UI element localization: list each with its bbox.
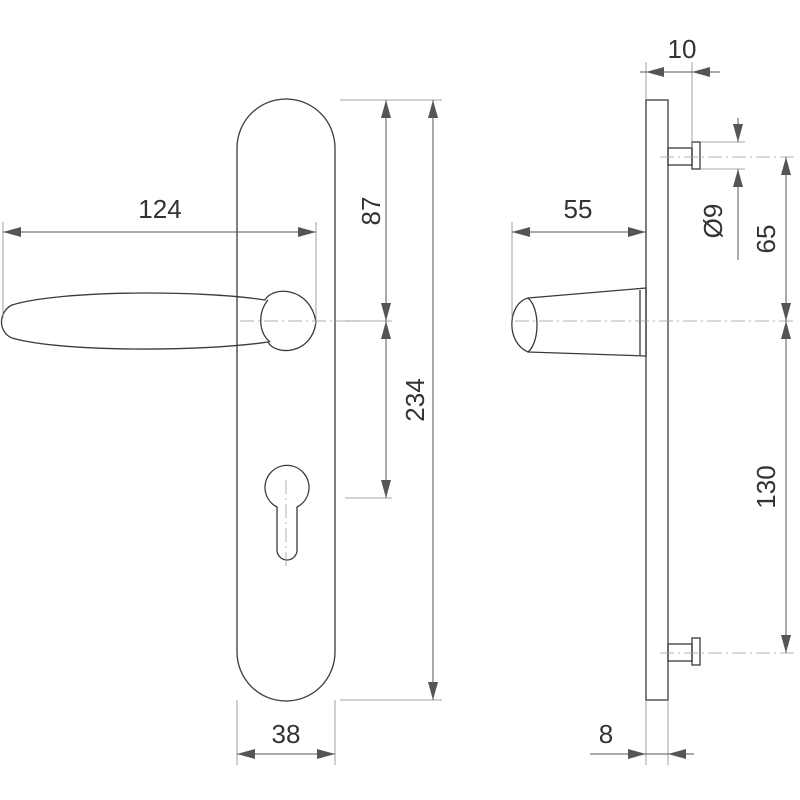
lower-pin — [667, 643, 693, 662]
keyhole-outline — [264, 464, 310, 561]
dimension-label-10: 10 — [668, 34, 697, 64]
dimension-label-130: 130 — [751, 465, 781, 508]
dimension-plate-width: 38 — [236, 700, 336, 765]
dimension-projection: 55 — [511, 194, 646, 318]
upper-pin — [667, 147, 693, 166]
dimension-plate-thickness: 8 — [590, 700, 694, 765]
dimension-label-65: 65 — [751, 225, 781, 254]
dimension-label-55: 55 — [564, 194, 593, 224]
side-lever-neck — [527, 297, 538, 353]
dimension-pin-diameter: Ø9 — [698, 118, 745, 260]
side-lever-outline — [511, 287, 647, 357]
lever-outline — [0, 290, 317, 352]
lower-pin-tip — [691, 637, 701, 666]
dimension-label-38: 38 — [272, 719, 301, 749]
dimension-label-pin-diameter: Ø9 — [698, 204, 728, 239]
backplate-outline — [236, 98, 336, 702]
dimension-label-8: 8 — [599, 719, 613, 749]
front-view — [0, 98, 355, 702]
lever-rose-arc — [260, 299, 271, 343]
dimension-handle-length: 124 — [2, 194, 317, 325]
side-view — [511, 99, 795, 701]
dimension-vertical-front: 87 234 — [340, 99, 442, 701]
dimension-label-124: 124 — [138, 194, 181, 224]
dimension-label-234: 234 — [400, 378, 430, 421]
dimension-vertical-side: 65 130 — [751, 157, 791, 653]
upper-pin-tip — [691, 141, 701, 170]
side-plate-outline — [645, 99, 669, 701]
dimension-top-offset: 10 — [640, 34, 720, 148]
dimension-label-87: 87 — [356, 197, 386, 226]
